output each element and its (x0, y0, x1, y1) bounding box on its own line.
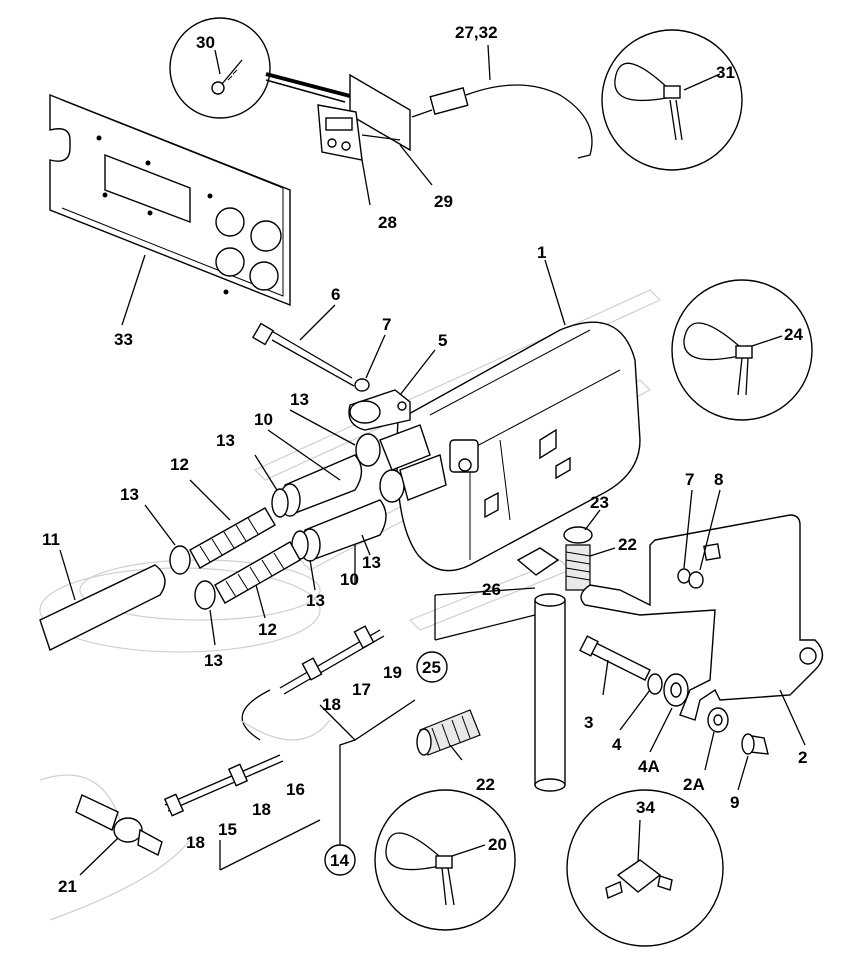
corrugated-hoses (189, 479, 301, 619)
label-18-bottom: 18 (186, 833, 205, 852)
label-29: 29 (434, 192, 453, 211)
label-4: 4 (612, 735, 622, 754)
label-8: 8 (714, 470, 723, 489)
label-23: 23 (590, 493, 609, 512)
label-34: 34 (636, 798, 655, 817)
label-13-f: 13 (204, 651, 223, 670)
label-12-top: 12 (170, 455, 189, 474)
label-11: 11 (42, 530, 60, 549)
label-15: 15 (218, 820, 237, 839)
label-3: 3 (584, 713, 593, 732)
label-14: 14 (330, 851, 349, 870)
label-19: 19 (383, 663, 402, 682)
coolant-hose (39, 549, 166, 651)
exhaust-elbow (251, 304, 436, 431)
label-18-mid: 18 (252, 800, 271, 819)
part-labels: 1 2 2A 3 4 4A 5 6 7 7 8 9 10 10 11 12 12… (42, 23, 807, 896)
label-31: 31 (716, 63, 735, 82)
label-25: 25 (422, 658, 441, 677)
callout-circle-14 (324, 844, 356, 876)
bracket-hardware (579, 489, 769, 791)
label-13-a: 13 (290, 390, 309, 409)
label-13-b: 13 (216, 431, 235, 450)
label-5: 5 (438, 331, 447, 350)
label-22-top: 22 (618, 535, 637, 554)
label-4a: 4A (638, 757, 660, 776)
label-1: 1 (537, 243, 546, 262)
label-13-c: 13 (120, 485, 139, 504)
label-17: 17 (352, 680, 371, 699)
valve-detail-34 (566, 789, 724, 947)
callout-circle-25 (416, 651, 448, 683)
exhaust-pipe (434, 587, 566, 792)
label-2a: 2A (683, 775, 705, 794)
fuel-fitting (39, 774, 191, 921)
label-26: 26 (482, 580, 501, 599)
label-22-bottom: 22 (476, 775, 495, 794)
label-12-bottom: 12 (258, 620, 277, 639)
cable-tie-detail-24 (671, 279, 813, 421)
mounting-bracket (580, 514, 824, 746)
fuel-lines (163, 625, 416, 871)
wiring-harness (411, 44, 593, 159)
heater-unit (396, 259, 641, 572)
label-24: 24 (784, 325, 803, 344)
label-18-top: 18 (322, 695, 341, 714)
flex-tube (416, 709, 481, 761)
label-13-d: 13 (362, 553, 381, 572)
screw-detail-circle (169, 17, 351, 119)
label-27-32: 27,32 (455, 23, 498, 42)
label-7-top: 7 (382, 315, 391, 334)
label-10-top: 10 (254, 410, 273, 429)
cable-tie-detail-20 (374, 789, 516, 931)
label-2: 2 (798, 748, 807, 767)
exhaust-clamp (516, 509, 616, 591)
label-10-bottom: 10 (340, 570, 359, 589)
label-20: 20 (488, 835, 507, 854)
label-16: 16 (286, 780, 305, 799)
hose-connectors (254, 409, 447, 591)
label-6: 6 (331, 285, 340, 304)
label-13-e: 13 (306, 591, 325, 610)
cable-tie-detail-31 (601, 29, 743, 171)
timer-controller (317, 73, 433, 206)
mounting-plate (49, 93, 291, 326)
label-21: 21 (58, 877, 77, 896)
label-7-right: 7 (685, 470, 694, 489)
label-9: 9 (730, 793, 739, 812)
label-30: 30 (196, 33, 215, 52)
label-33: 33 (114, 330, 133, 349)
label-28: 28 (378, 213, 397, 232)
